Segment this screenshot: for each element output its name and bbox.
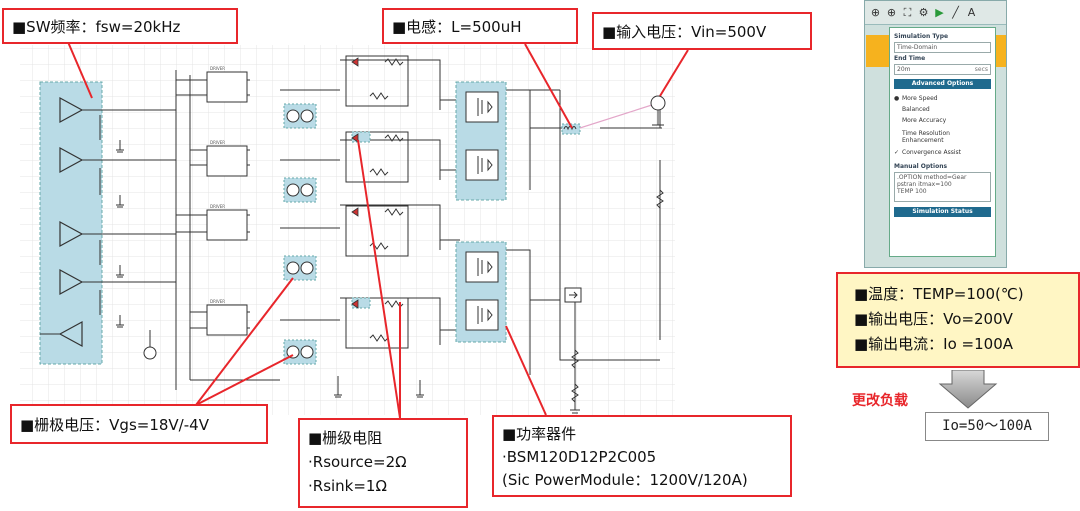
manual-options-textarea[interactable]: .OPTION method=Gear pstran itmax=100 TEM… <box>894 172 991 202</box>
option-balanced[interactable]: Balanced <box>894 104 991 115</box>
gate-resistor-title: ■栅级电阻 <box>308 429 383 447</box>
sw-frequency-text: ■SW频率：fsw=20kHz <box>12 18 181 36</box>
gate-resistor-highlights <box>351 131 371 309</box>
end-time-unit: secs <box>974 66 988 73</box>
simulation-settings-dialog: Simulation Type Time-Domain End Time 20m… <box>889 27 996 257</box>
inductor-callout: ■电感：L=500uH <box>382 8 578 44</box>
load-components <box>564 189 664 414</box>
gate-driver-highlight <box>39 81 103 365</box>
inductor-current-trace <box>579 103 656 129</box>
op-amp-drivers <box>58 96 84 348</box>
simulation-toolbar: ⊕ ⊕ ⛶ ⚙ ▶ ╱ A <box>865 1 1006 25</box>
option-more-accuracy-label: More Accuracy <box>902 117 947 124</box>
power-device-spec: (Sic PowerModule：1200V/120A) <box>502 471 748 489</box>
end-time-input[interactable]: 20m secs <box>894 64 991 75</box>
schematic-grid <box>20 45 675 415</box>
simulation-status-button[interactable]: Simulation Status <box>894 207 991 217</box>
mosfet-symbols <box>465 91 499 331</box>
option-more-speed-label: More Speed <box>902 95 938 102</box>
change-load-label: 更改负载 <box>852 393 908 409</box>
gate-voltage-text: ■栅极电压：Vgs=18V/-4V <box>20 416 209 434</box>
io-range-box: Io=50～100A <box>925 412 1049 441</box>
pen-icon[interactable]: ╱ <box>952 6 959 19</box>
time-resolution-label: Time Resolution Enhancement <box>902 130 950 144</box>
down-arrow-icon <box>938 370 998 409</box>
convergence-assist-label: Convergence Assist <box>902 149 961 156</box>
power-device-part-number: ·BSM120D12P2C005 <box>502 448 657 466</box>
sw-frequency-callout: ■SW频率：fsw=20kHz <box>2 8 238 44</box>
option-more-speed[interactable]: ●More Speed <box>894 93 991 104</box>
gate-resistor-rsink: ·Rsink=1Ω <box>308 477 387 495</box>
run-play-icon[interactable]: ▶ <box>935 6 944 19</box>
driver-ic-blocks <box>206 71 248 336</box>
power-device-callout: ■功率器件 ·BSM120D12P2C005 (Sic PowerModule：… <box>492 415 792 497</box>
power-device-title: ■功率器件 <box>502 425 577 443</box>
simulation-panel: ⊕ ⊕ ⛶ ⚙ ▶ ╱ A Simulation Type Time-Domai… <box>864 0 1007 268</box>
advanced-options-button[interactable]: Advanced Options <box>894 79 991 89</box>
svg-text:DRIVER: DRIVER <box>210 140 225 145</box>
settings-gear-icon[interactable]: ⚙ <box>918 6 929 19</box>
input-voltage-text: ■输入电压：Vin=500V <box>602 23 767 41</box>
gate-resistor-callout: ■栅级电阻 ·Rsource=2Ω ·Rsink=1Ω <box>298 418 468 508</box>
manual-options-label: Manual Options <box>894 163 948 170</box>
fullscreen-icon[interactable]: ⛶ <box>903 6 912 19</box>
time-resolution-option[interactable]: Time Resolution Enhancement <box>894 130 991 144</box>
zoom-fit-icon[interactable]: ⊕ <box>886 6 897 19</box>
gate-supply-sources <box>143 109 314 360</box>
svg-text:DRIVER: DRIVER <box>210 66 225 71</box>
inductor-text: ■电感：L=500uH <box>392 18 522 36</box>
end-time-value: 20m <box>897 66 911 73</box>
gate-voltage-callout: ■栅极电压：Vgs=18V/-4V <box>10 404 268 444</box>
temperature-condition: ■温度：TEMP=100(℃) <box>854 285 1024 303</box>
zoom-in-icon[interactable]: ⊕ <box>870 6 881 19</box>
svg-text:DRIVER: DRIVER <box>210 204 225 209</box>
output-current-condition: ■输出电流：Io =100A <box>854 335 1014 353</box>
input-voltage-source <box>650 95 666 129</box>
svg-text:DRIVER: DRIVER <box>210 299 225 304</box>
end-time-label: End Time <box>894 55 926 62</box>
gate-resistor-networks <box>345 55 409 349</box>
manual-option-line: pstran itmax=100 <box>897 181 952 188</box>
checkmark-icon: ✓ <box>894 149 900 156</box>
convergence-assist-option[interactable]: ✓Convergence Assist <box>894 147 991 158</box>
callout-leader-lines <box>67 41 689 419</box>
ground-symbols <box>116 149 424 398</box>
output-voltage-condition: ■输出电压：Vo=200V <box>854 310 1013 328</box>
manual-option-line: .OPTION method=Gear <box>897 174 967 181</box>
manual-option-line: TEMP 100 <box>897 188 927 195</box>
inductor-symbol <box>561 123 581 135</box>
driver-ic-labels: DRIVER DRIVER DRIVER DRIVER <box>210 66 225 304</box>
operating-conditions-box: ■温度：TEMP=100(℃) ■输出电压：Vo=200V ■输出电流：Io =… <box>836 272 1080 368</box>
input-voltage-callout: ■输入电压：Vin=500V <box>592 12 812 50</box>
option-balanced-label: Balanced <box>902 106 930 113</box>
radio-selected-icon: ● <box>894 95 900 102</box>
simulation-type-label: Simulation Type <box>894 33 949 40</box>
gate-resistor-rsource: ·Rsource=2Ω <box>308 453 407 471</box>
simulation-type-select[interactable]: Time-Domain <box>894 42 991 53</box>
gate-diodes <box>351 57 359 309</box>
option-more-accuracy[interactable]: More Accuracy <box>894 115 991 126</box>
text-icon[interactable]: A <box>967 6 976 19</box>
